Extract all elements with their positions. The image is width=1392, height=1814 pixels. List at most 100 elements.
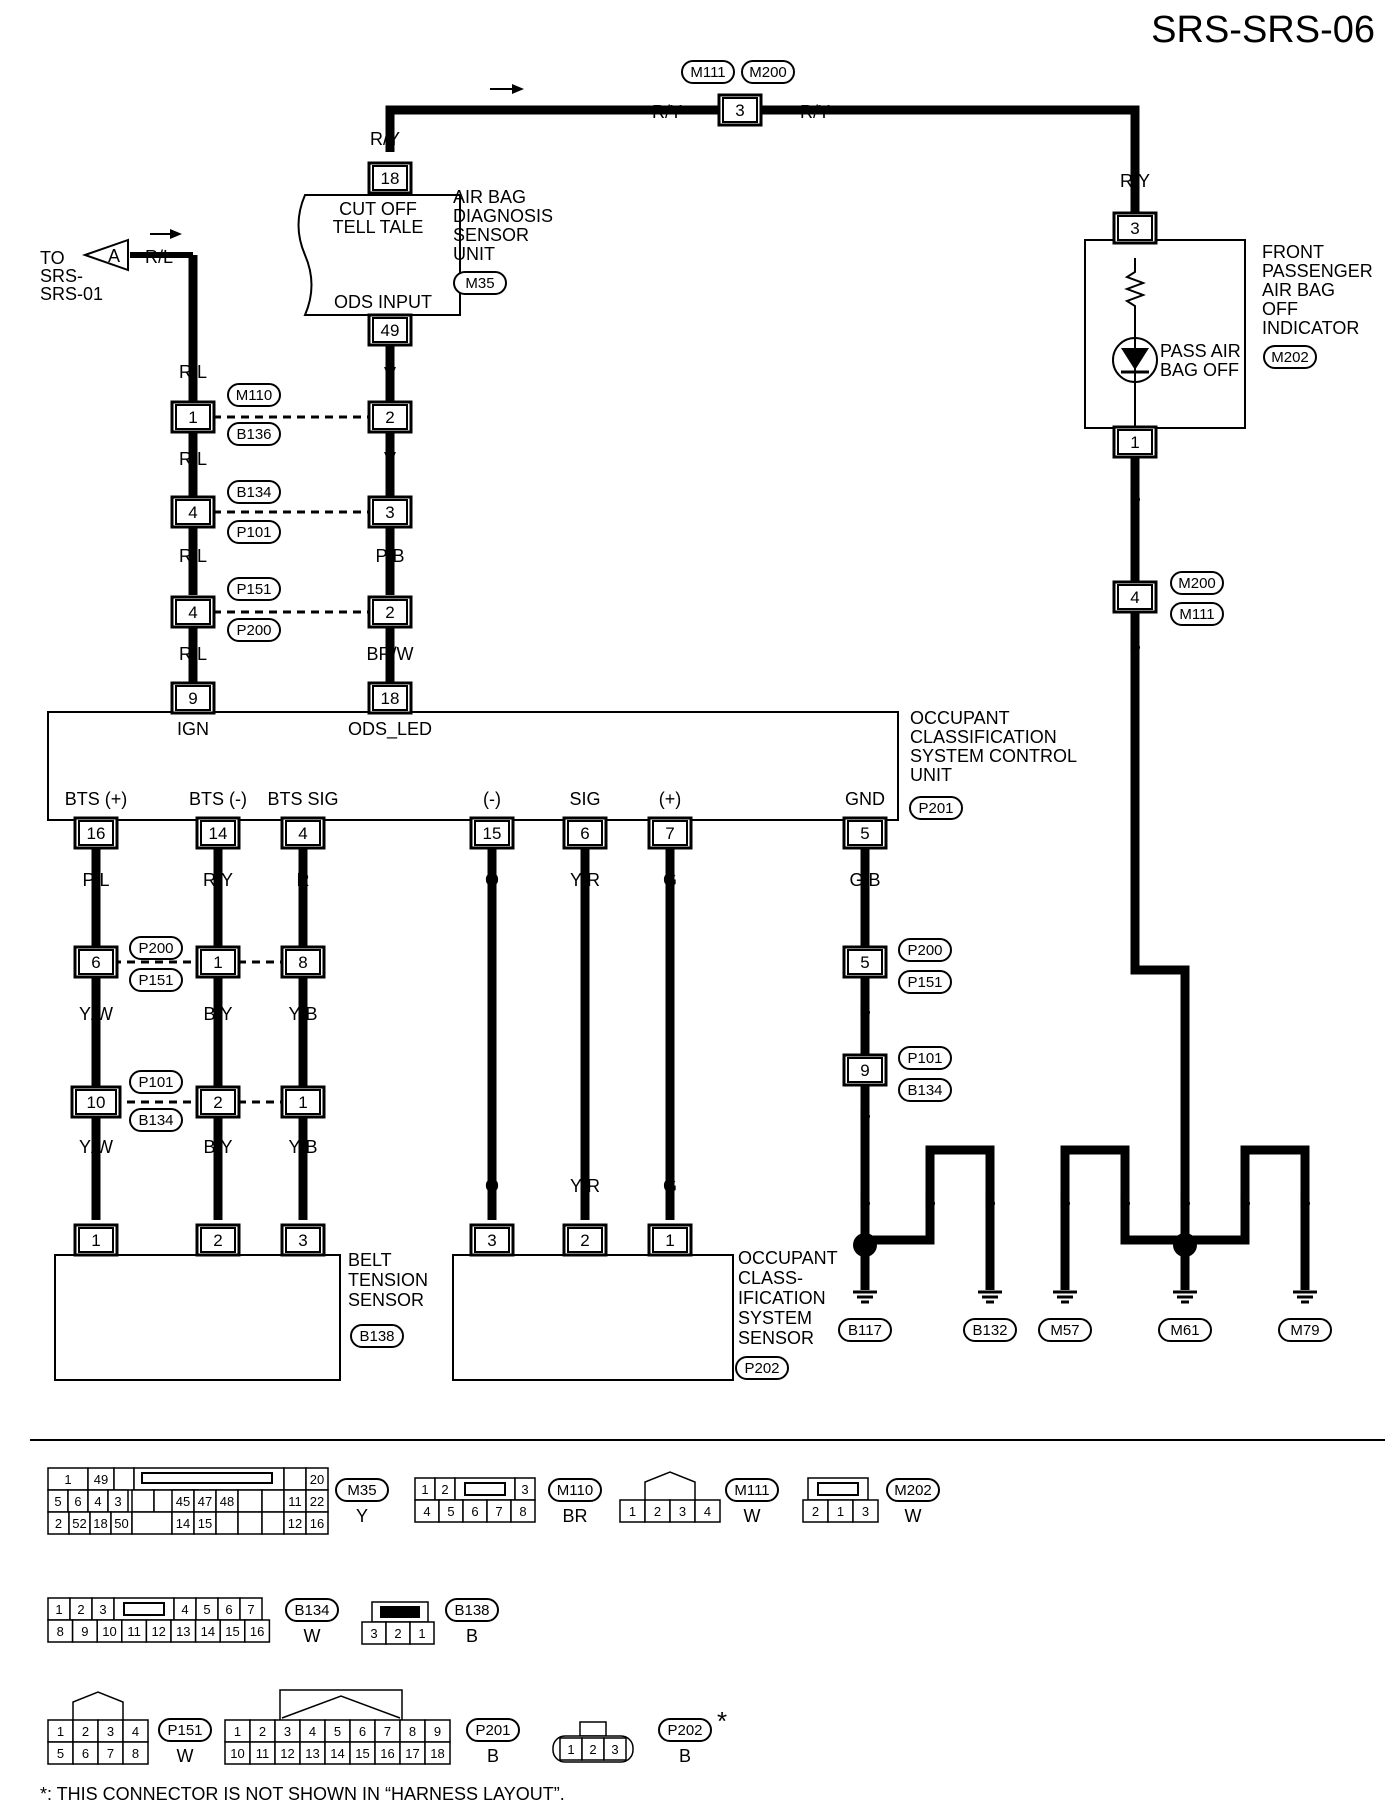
table-b134-id: B134: [285, 1598, 339, 1622]
connector-id: B138: [454, 1602, 489, 1619]
connector-id: M111: [734, 1482, 769, 1499]
current-arrow: [170, 229, 182, 239]
connector-id: B134: [138, 1112, 173, 1129]
ground-splice: [1173, 1233, 1197, 1257]
ocs-unit-name: SYSTEM CONTROL: [910, 746, 1077, 766]
connector-pin-label: 13: [176, 1624, 190, 1639]
connector-id: P201: [918, 800, 953, 817]
pin-number: 4: [188, 503, 197, 522]
wire-color-by: B/Y: [203, 1004, 232, 1024]
pin-number: 3: [385, 503, 394, 522]
connector-pin-label: 3: [107, 1724, 114, 1739]
ocs-pin-bottom: 7: [647, 816, 693, 850]
pin-number: 1: [298, 1093, 307, 1112]
airbag-ods-input: ODS INPUT: [334, 292, 432, 312]
indicator-name: PASSENGER: [1262, 261, 1373, 281]
pin-number: 3: [487, 1231, 496, 1250]
connector-keyway: [644, 1471, 696, 1500]
ocs-unit-box: [47, 711, 899, 821]
connector-pin-label: 6: [82, 1746, 89, 1761]
connector-id: M200: [1178, 575, 1216, 592]
j-b134-right: 3: [367, 495, 413, 529]
connector-pin-label: 7: [107, 1746, 114, 1761]
wire-color-rl: R/L: [179, 362, 207, 382]
connector-pin-label: 9: [434, 1724, 441, 1739]
current-arrow: [512, 84, 524, 94]
pin-number: 2: [385, 408, 394, 427]
j-p200-bottom: P151: [129, 968, 183, 992]
connector-pin-label: 12: [288, 1516, 302, 1531]
ocs-sensor-name: SYSTEM: [738, 1308, 812, 1328]
connector-pin-label: 13: [305, 1746, 319, 1761]
ocs-conn-id: P201: [909, 796, 963, 820]
connector-pin-label: 12: [151, 1624, 165, 1639]
connector-pin-label: 14: [330, 1746, 344, 1761]
ocs-term-bottom: BTS SIG: [267, 789, 338, 809]
connector-id: M57: [1050, 1322, 1079, 1339]
j-p200-pin: 8: [280, 945, 326, 979]
connector-id: B134: [236, 484, 271, 501]
pin-number: 2: [213, 1231, 222, 1250]
pin-number: 3: [298, 1231, 307, 1250]
j-m110-left: 1: [170, 400, 216, 434]
pin-number: 3: [735, 101, 744, 120]
connector-pin-label: 15: [225, 1624, 239, 1639]
connector-pin-label: 1: [629, 1504, 636, 1519]
connector-id: P151: [138, 972, 173, 989]
wire-color-b: B: [1129, 487, 1141, 507]
ocs-pin-bottom: 4: [280, 816, 326, 850]
table-p202-color: B: [679, 1746, 691, 1766]
connector-pin-label: 16: [310, 1516, 324, 1531]
wire-color-brw: BR/W: [367, 644, 414, 664]
connector-id: M110: [557, 1482, 593, 1499]
airbag-unit-box: [297, 194, 461, 316]
pin-number: 6: [91, 953, 100, 972]
wire-color-rl: R/L: [179, 449, 207, 469]
connector-pin-label: 3: [370, 1626, 377, 1641]
wire-color-yb: Y/B: [288, 1004, 317, 1024]
connector-id: P151: [907, 974, 942, 991]
j-m110-right: 2: [367, 400, 413, 434]
connector-id: P202: [667, 1722, 702, 1739]
connector-pin-label: 50: [114, 1516, 128, 1531]
wire-color-rl: R/L: [179, 546, 207, 566]
wire-color-o: O: [485, 870, 499, 890]
connector-keyway: [141, 1472, 273, 1484]
offpage-letter: A: [108, 246, 120, 266]
j-gnd1-pin: 5: [842, 945, 888, 979]
j-p101-pin: 10: [70, 1085, 122, 1119]
connector-cell: [237, 1511, 263, 1535]
connector-id: P200: [907, 942, 942, 959]
ocs-sensor-name: CLASS-: [738, 1268, 803, 1288]
j-m110-top: M110: [227, 383, 281, 407]
belt-sensor-name: TENSION: [348, 1270, 428, 1290]
connector-id: M35: [347, 1482, 376, 1499]
connector-pin-label: 6: [225, 1602, 232, 1617]
ocs-sensor-name: SENSOR: [738, 1328, 814, 1348]
wire-color-g: G: [663, 870, 677, 890]
j-p151-bottom: P200: [227, 618, 281, 642]
ground-conn-id: B132: [963, 1318, 1017, 1342]
ocs-term-ign: IGN: [177, 719, 209, 739]
connector-id: M111: [1179, 606, 1214, 623]
ocs-pin-bottom: 5: [842, 816, 888, 850]
ocs-sensor-pin: 3: [469, 1223, 515, 1257]
connector-cell: [510, 1499, 536, 1523]
ocs-sensor-name: IFICATION: [738, 1288, 826, 1308]
connector-cell: [694, 1499, 721, 1523]
connector-cell: [122, 1741, 149, 1765]
ocs-pin-bottom: 16: [73, 816, 119, 850]
pin-number: 18: [381, 689, 400, 708]
connector-pin-label: 15: [355, 1746, 369, 1761]
offpage-connector: [81, 238, 129, 272]
connector-pin-label: 3: [679, 1504, 686, 1519]
indicator-name: AIR BAG: [1262, 280, 1335, 300]
connector-id: M110: [236, 387, 272, 404]
connector-pin-label: 10: [230, 1746, 244, 1761]
connector-pin-label: 1: [837, 1504, 844, 1519]
j-p101-pin: 1: [280, 1085, 326, 1119]
junction-top-pin: 3: [717, 93, 763, 127]
j-gnd2-top: P101: [898, 1046, 952, 1070]
pin-number: 9: [188, 689, 197, 708]
wire-color-ry: R/Y: [1120, 171, 1150, 191]
